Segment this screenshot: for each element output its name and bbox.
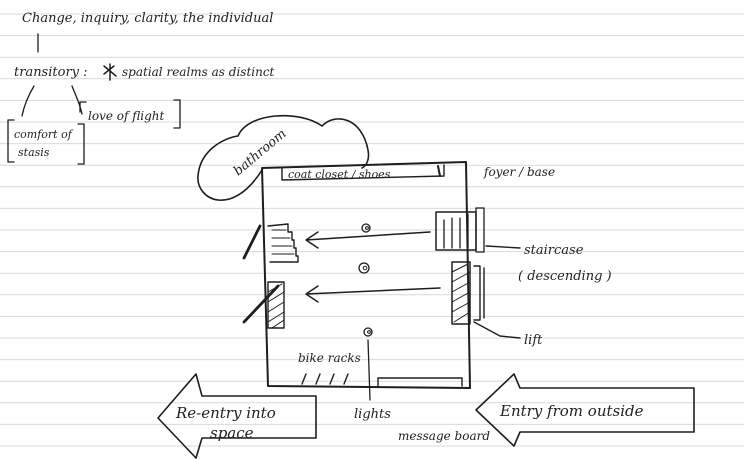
left-door-mark-bottom — [242, 284, 280, 324]
reentry-arrow — [157, 373, 317, 459]
note-flight: love of flight — [88, 109, 164, 123]
label-descending: ( descending ) — [518, 269, 612, 284]
coat-closet-outline — [281, 164, 445, 181]
label-reentry-space: space — [210, 424, 254, 442]
label-reentry: Re-entry into — [175, 404, 276, 422]
lift-hatch — [451, 263, 471, 323]
note-line-1: Change, inquiry, clarity, the individual — [22, 11, 273, 26]
staircase-box — [435, 211, 477, 251]
label-bathroom: bathroom — [231, 127, 290, 180]
staircase-treads — [443, 207, 485, 253]
lift-door-line — [473, 265, 485, 321]
note-transitory: transitory : — [14, 65, 88, 80]
closet-end-mark — [437, 165, 441, 177]
left-branch-line — [21, 85, 35, 117]
label-bike-racks: bike racks — [298, 351, 361, 365]
bathroom-cloud — [197, 114, 370, 201]
left-block-hatch — [267, 283, 285, 329]
label-staircase: staircase — [524, 243, 584, 258]
floor-plan-outline — [261, 161, 471, 389]
lift-leader — [473, 321, 521, 339]
lights-leader-line — [367, 339, 371, 401]
notebook-ruling — [0, 13, 744, 447]
label-lights: lights — [354, 407, 391, 422]
left-stair-steps — [267, 223, 299, 263]
message-board-shape — [377, 377, 463, 387]
note-comfort: comfort of — [14, 128, 74, 141]
arrow-lower — [305, 285, 441, 303]
entry-arrow — [475, 373, 695, 447]
left-door-mark-top — [242, 224, 262, 260]
arrow-upper — [305, 231, 431, 249]
label-message-board: message board — [398, 429, 490, 443]
note-spatial-realms: spatial realms as distinct — [122, 65, 275, 79]
left-stair-hatch — [271, 229, 295, 255]
bike-rack-marks — [301, 373, 349, 385]
label-foyer: foyer / base — [483, 165, 555, 179]
staircase-leader — [485, 245, 521, 249]
right-bracket — [79, 99, 181, 129]
light-symbol-2 — [358, 262, 370, 274]
lift-box — [451, 261, 471, 325]
label-lift: lift — [524, 333, 543, 348]
label-coat-closet: coat closet / shoes — [288, 168, 391, 181]
left-hatched-block — [267, 281, 285, 329]
light-symbol-1 — [361, 223, 371, 233]
note-stasis: stasis — [18, 146, 50, 159]
right-branch-line — [71, 85, 83, 115]
scribble-mark — [103, 63, 117, 81]
label-entry: Entry from outside — [499, 402, 644, 420]
light-symbol-3 — [363, 327, 373, 337]
left-bracket — [7, 119, 85, 165]
